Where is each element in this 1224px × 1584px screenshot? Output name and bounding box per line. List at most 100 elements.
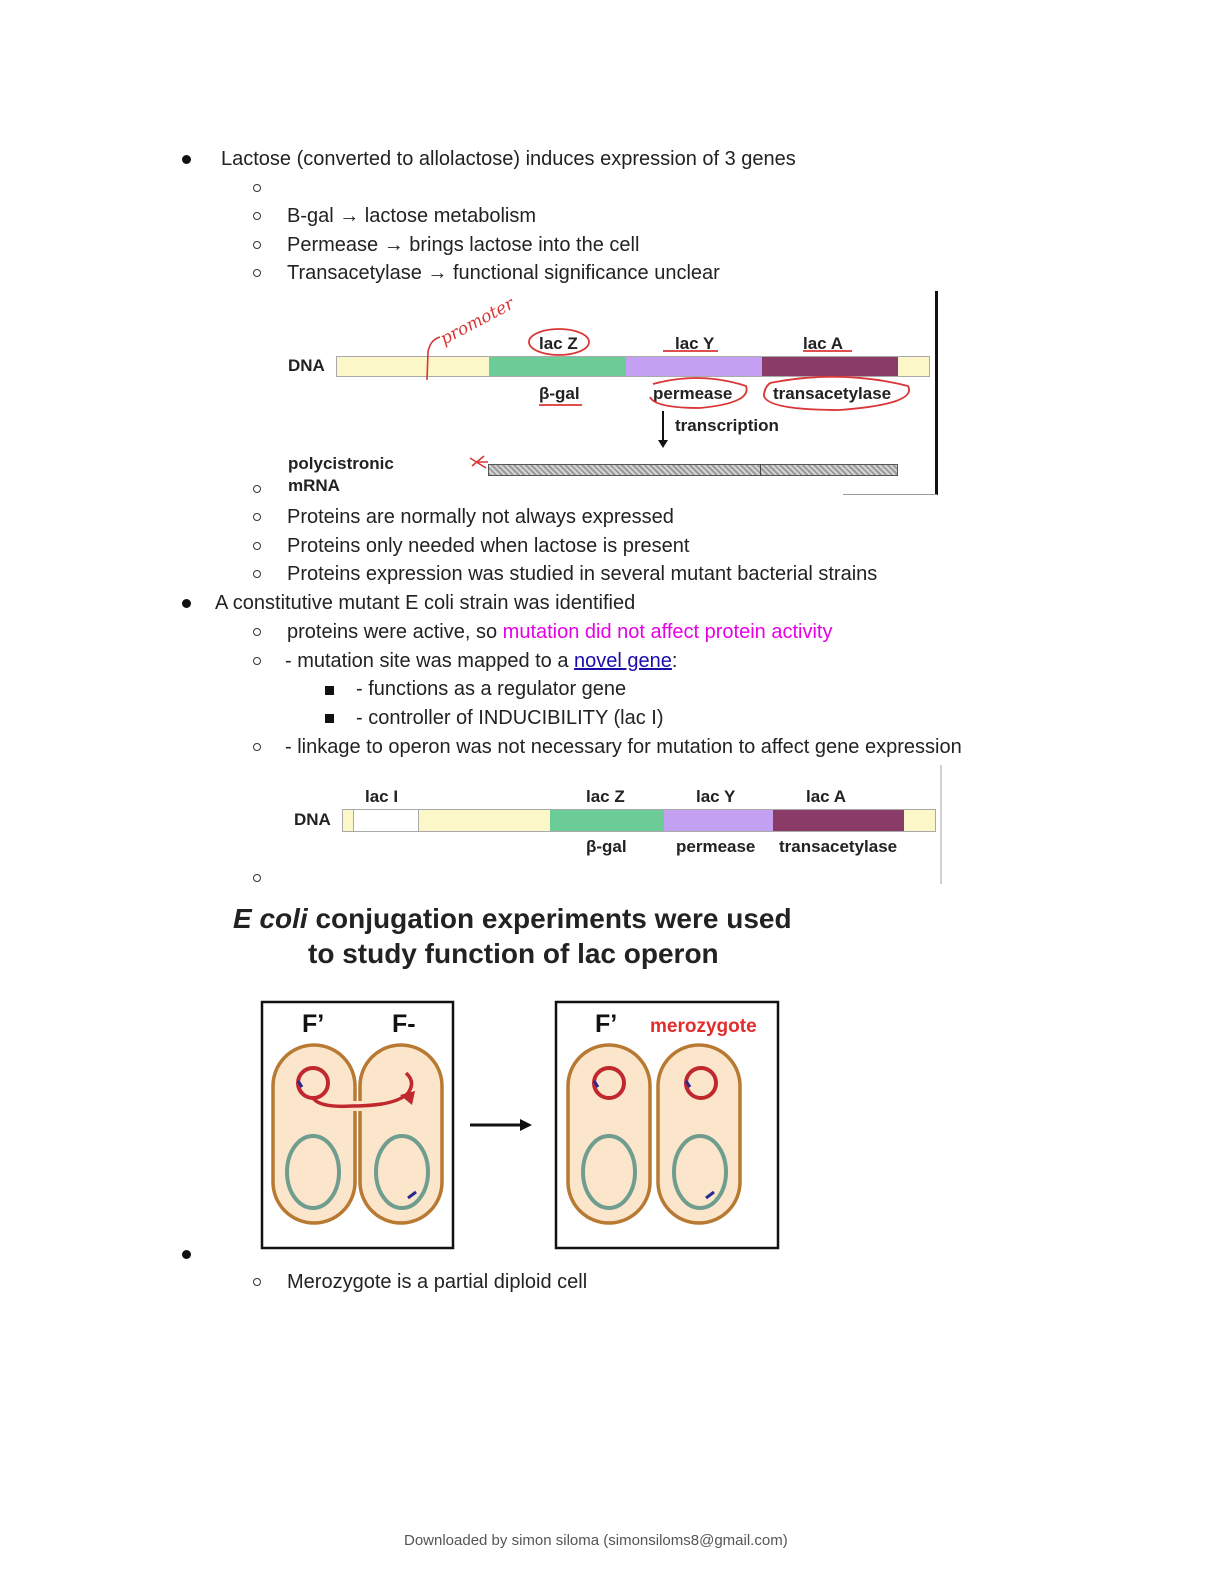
sub-bullet	[253, 269, 261, 277]
lac-y-segment	[664, 810, 773, 831]
circle-permease	[649, 377, 748, 409]
sub-bullet	[253, 184, 261, 192]
end-segment	[904, 810, 935, 831]
mrna-divider	[760, 464, 761, 476]
list-item: Merozygote is a partial diploid cell	[287, 1271, 588, 1293]
donor-chromosome	[285, 1134, 341, 1210]
end-segment	[898, 357, 929, 376]
lac-a-segment	[762, 357, 898, 376]
scribble-mark	[469, 455, 488, 469]
gene-label-lac-z: lac Z	[539, 334, 578, 353]
mrna-bar	[488, 464, 898, 476]
conjugation-title-line2: to study function of lac operon	[308, 938, 719, 969]
chromosome-lac-mark	[407, 1190, 417, 1200]
dna-bar	[336, 356, 930, 377]
lac-i-segment	[353, 810, 419, 831]
promoter-segment	[337, 357, 489, 376]
text-plain: proteins were active, so	[287, 621, 503, 643]
merozygote-chromosome-mark	[705, 1190, 715, 1200]
product-label-permease: permease	[676, 837, 756, 856]
donor-cell	[271, 1043, 357, 1225]
mrna-label-line1: polycistronic	[288, 454, 394, 473]
title-italic: E coli	[233, 903, 308, 934]
gene-label-lac-a: lac A	[803, 334, 844, 353]
list-item: Proteins only needed when lactose is pre…	[287, 535, 690, 557]
sub-bullet	[253, 542, 261, 550]
right-plasmid-mark	[592, 1080, 600, 1088]
novel-gene-link[interactable]: novel gene	[574, 650, 672, 672]
lac-z-segment	[550, 810, 664, 831]
circle-transacetylase	[763, 375, 911, 411]
list-item: - linkage to operon was not necessary fo…	[285, 736, 962, 758]
product-label-permease: permease	[653, 384, 733, 403]
sub-bullet	[253, 570, 261, 578]
handwritten-annotations: promoter	[426, 293, 911, 469]
transcription-arrow-head	[658, 440, 668, 448]
bullet	[182, 1250, 191, 1259]
merozygote-chromosome	[672, 1134, 728, 1210]
gene-label-lac-y: lac Y	[696, 787, 736, 806]
merozygote-plasmid-mark	[684, 1080, 692, 1088]
product-label-transacetylase: transacetylase	[779, 837, 898, 856]
bullet	[182, 599, 191, 608]
gene-label-lac-i: lac I	[365, 787, 399, 806]
label-f-prime-right: F’	[595, 1010, 617, 1038]
label-merozygote: merozygote	[650, 1016, 757, 1037]
sub-bullet	[253, 628, 261, 636]
dna-bar	[342, 809, 936, 832]
mrna-label-line2: mRNA	[288, 476, 340, 495]
promoter-bracket	[426, 336, 441, 381]
plasmid-oriT-mark	[296, 1080, 304, 1088]
label-f-prime: F’	[302, 1010, 324, 1038]
right-donor-chromosome	[581, 1134, 637, 1210]
list-item: - functions as a regulator gene	[356, 678, 627, 700]
dna-label: DNA	[288, 356, 325, 375]
recipient-cell	[358, 1043, 444, 1225]
product-label-transacetylase: transacetylase	[773, 384, 892, 403]
sub-bullet	[253, 743, 261, 751]
merozygote-cell	[656, 1043, 742, 1225]
sub-bullet	[253, 1278, 261, 1286]
product-label-b-gal: β-gal	[539, 384, 580, 403]
diagram-right-border	[935, 291, 938, 495]
transcription-label: transcription	[675, 416, 779, 435]
promoter-segment	[419, 810, 550, 831]
transcription-arrow-shaft	[662, 411, 664, 442]
bullet	[182, 155, 191, 164]
lac-y-segment	[626, 357, 762, 376]
list-item: Proteins are normally not always express…	[287, 506, 674, 528]
title-rest: conjugation experiments were used	[307, 903, 792, 934]
sub-bullet	[253, 657, 261, 665]
transfer-arrow-head	[400, 1091, 415, 1105]
text-plain: - mutation site was mapped to a	[285, 650, 575, 672]
conjugation-title-line1: E coli conjugation experiments were used	[233, 903, 792, 935]
list-item: B-gal → lactose metabolism	[287, 205, 536, 227]
text-plain: :	[671, 650, 678, 672]
sub-bullet	[253, 241, 261, 249]
square-bullet	[325, 686, 334, 695]
dna-label: DNA	[294, 810, 331, 829]
recipient-chromosome	[374, 1134, 430, 1210]
sub-bullet	[253, 485, 261, 493]
sub-bullet	[253, 874, 261, 882]
list-item: Permease → brings lactose into the cell	[287, 234, 640, 256]
plasmid-transfer-arrow	[311, 1071, 414, 1109]
sub-bullet	[253, 212, 261, 220]
start-segment	[343, 810, 353, 831]
gene-label-lac-a: lac A	[806, 787, 847, 806]
circle-lac-z	[528, 328, 590, 356]
gene-label-lac-z: lac Z	[586, 787, 625, 806]
bullet-text: Lactose (converted to allolactose) induc…	[221, 148, 796, 170]
gene-label-lac-y: lac Y	[675, 334, 715, 353]
list-item: Proteins expression was studied in sever…	[287, 563, 878, 585]
list-item: - mutation site was mapped to a novel ge…	[285, 649, 677, 673]
diagram-bottom-line	[843, 494, 937, 495]
label-f-minus: F-	[392, 1010, 416, 1038]
bullet-text: A constitutive mutant E coli strain was …	[215, 592, 636, 614]
handwritten-promoter: promoter	[437, 293, 518, 349]
conjugation-illustration: F’ F- F’ merozygote	[260, 1000, 780, 1250]
download-footer: Downloaded by simon siloma (simonsiloms8…	[404, 1532, 788, 1549]
list-item: proteins were active, so mutation did no…	[287, 620, 832, 644]
text-highlight: mutation did not affect protein activity	[502, 621, 833, 643]
product-label-b-gal: β-gal	[586, 837, 627, 856]
